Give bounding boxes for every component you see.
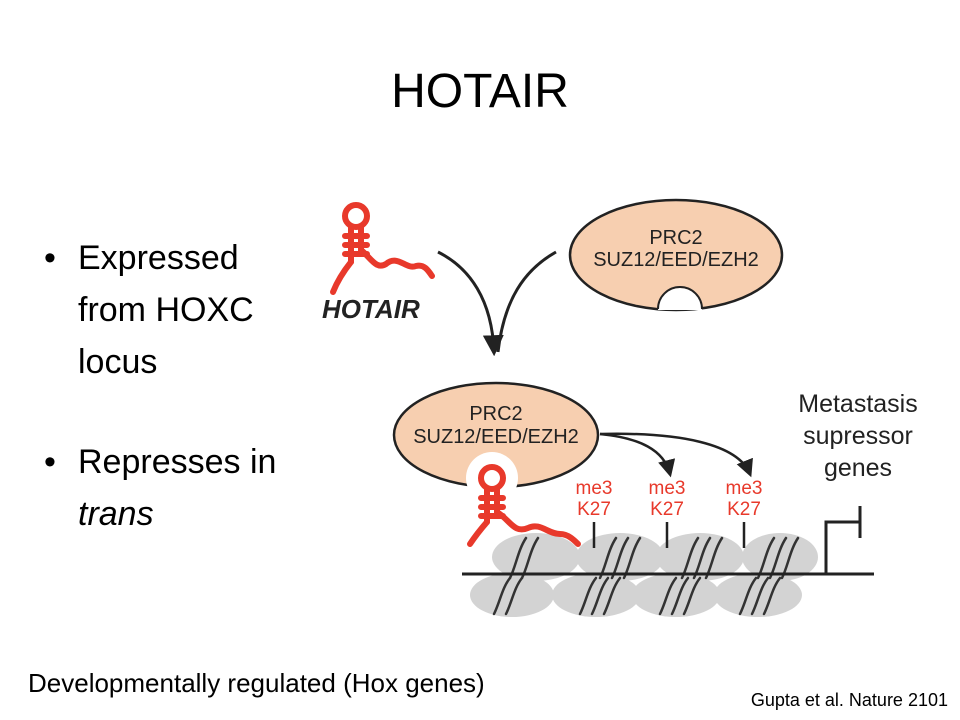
nucleosome [552,573,640,617]
methylation-mark: me3 K27 [649,478,686,520]
slide-title: HOTAIR [391,65,569,118]
bullet-text-italic: trans [78,495,154,533]
prc2-free-complex: PRC2 SUZ12/EED/EZH2 [568,198,784,312]
rna-binding-notch [466,452,518,504]
gene-label-line-2: supressor [803,422,913,450]
promoter-symbol [824,506,862,574]
arrow-methylation [599,432,676,478]
prc2-bound-label-1: PRC2 [469,403,522,425]
bullet-text: Represses in [78,443,277,481]
target-gene-label: Metastasis supressor genes [798,390,917,482]
gene-label-line-1: Metastasis [798,390,917,418]
prc2-free-label-1: PRC2 [649,227,702,249]
mark-label-k27: K27 [727,499,761,520]
arrow-rna-to-complex [437,250,504,357]
hotair-rna-free [330,202,435,295]
prc2-bound-label-2: SUZ12/EED/EZH2 [413,426,579,448]
footer-note: Developmentally regulated (Hox genes) [28,668,485,698]
mark-label-k27: K27 [577,499,611,520]
mark-label-me3: me3 [576,478,613,499]
arrow-prc2-to-complex [496,250,557,353]
nucleosome-row-upper [492,533,818,581]
nucleosome [470,573,554,617]
bullet-represses: • Represses in trans [40,436,290,540]
bullet-dot: • [44,239,56,277]
methylation-mark: me3 K27 [576,478,613,520]
bullet-expressed: • Expressed from HOXC locus [40,232,290,388]
mark-label-me3: me3 [726,478,763,499]
arrow-methylation [599,432,753,478]
methylation-mark: me3 K27 [726,478,763,520]
citation: Gupta et al. Nature 2101 [750,690,948,710]
bullet-list: • Expressed from HOXC locus • Represses … [40,232,290,540]
bullet-dot: • [44,443,56,481]
nucleosome [714,573,802,617]
prc2-free-label-2: SUZ12/EED/EZH2 [593,249,759,271]
gene-label-line-3: genes [824,454,892,482]
mark-label-k27: K27 [650,499,684,520]
nucleosome [656,533,744,581]
mark-label-me3: me3 [649,478,686,499]
histone-tails [592,522,746,548]
nucleosome-row-lower [470,573,802,617]
bullet-text: Expressed from HOXC locus [78,239,254,381]
hotair-rna-label: HOTAIR [322,294,420,324]
hotair-rna-bound [467,464,581,547]
nucleosome [632,573,720,617]
